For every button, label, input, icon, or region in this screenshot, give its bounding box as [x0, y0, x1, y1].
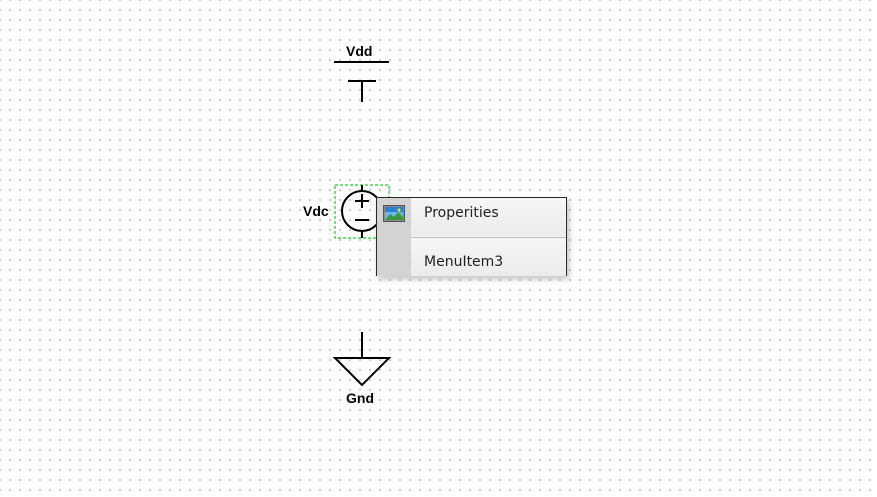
menu-icon-cell: [377, 198, 411, 236]
vdd-label: Vdd: [346, 43, 373, 59]
vdc-label: Vdc: [303, 203, 329, 219]
menu-item-label: Properities: [424, 205, 499, 221]
menu-item-properties[interactable]: Properities: [377, 198, 566, 236]
ground-symbol[interactable]: [332, 332, 392, 387]
context-menu: Properities MenuItem3: [376, 197, 567, 276]
menu-item-menuitem3[interactable]: MenuItem3: [377, 238, 566, 276]
menu-item-label: MenuItem3: [424, 254, 504, 270]
picture-icon: [383, 205, 405, 222]
vdd-supply-symbol[interactable]: [334, 61, 389, 102]
menu-separator: [411, 237, 566, 238]
gnd-label: Gnd: [346, 390, 374, 406]
menu-icon-cell: [377, 238, 411, 276]
